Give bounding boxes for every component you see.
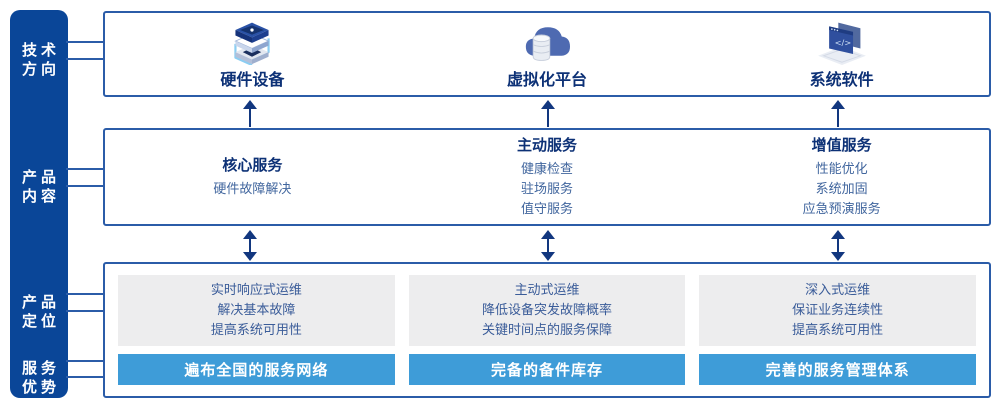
positioning-line: 主动式运维 [514,282,580,298]
connector-line [66,41,105,43]
sidebar: 技术 方向 产品 内容 产品 定位 服务 优势 [10,10,68,398]
tech-item-system-software: </> 系统软件 [694,13,989,95]
service-item: 硬件故障解决 [213,182,292,197]
positioning-line: 提高系统可用性 [792,322,884,338]
advantage-bar: 遍布全国的服务网络 [118,354,395,385]
up-arrow [831,100,845,127]
sidebar-label-tech-direction: 技术 方向 [10,41,68,79]
service-title: 增值服务 [811,136,872,154]
double-arrow [831,230,845,261]
svg-text:</>: </> [834,37,851,47]
service-title: 核心服务 [222,156,283,174]
positioning-line: 保证业务连续性 [792,302,884,318]
service-item: 驻场服务 [521,182,574,197]
tech-item-label: 虚拟化平台 [507,69,588,89]
service-item: 系统加固 [815,182,868,197]
advantage-bar: 完善的服务管理体系 [699,354,977,385]
sidebar-label-line: 优势 [21,378,60,396]
sidebar-label-line: 内容 [21,187,60,205]
product-content-box: 核心服务 硬件故障解决 主动服务 健康检查 驻场服务 值守服务 增值服务 性能优… [103,128,991,226]
service-item: 值守服务 [521,202,574,217]
positioning-line: 提高系统可用性 [210,322,302,338]
positioning-panel: 深入式运维 保证业务连续性 提高系统可用性 [699,275,977,346]
service-title: 主动服务 [517,136,578,154]
tech-item-virtualization: 虚拟化平台 [400,13,695,95]
up-arrow [541,100,555,127]
connector-line [66,185,105,187]
service-item: 性能优化 [815,162,868,177]
tech-item-label: 系统软件 [809,69,874,89]
advantage-bar: 完备的备件库存 [408,354,686,385]
bottom-column-realtime: 实时响应式运维 解决基本故障 提高系统可用性 遍布全国的服务网络 [118,275,395,385]
sidebar-label-line: 服务 [21,359,60,377]
positioning-line: 实时响应式运维 [210,282,302,298]
sidebar-label-line: 产品 [21,293,60,311]
connector-line [66,376,105,378]
code-window-icon: </> [817,22,866,65]
positioning-line: 解决基本故障 [217,302,296,318]
double-arrow [243,230,257,261]
positioning-line: 降低设备突发故障概率 [482,302,613,318]
up-arrow [243,100,257,127]
tech-direction-box: 硬件设备 虚拟化平台 </> [103,11,991,97]
service-column-core: 核心服务 硬件故障解决 [105,130,400,224]
service-item: 应急预演服务 [802,202,881,217]
tech-item-hardware: 硬件设备 [105,13,400,95]
positioning-panel: 主动式运维 降低设备突发故障概率 关键时间点的服务保障 [408,275,686,346]
cloud-database-icon [525,26,570,61]
service-column-proactive: 主动服务 健康检查 驻场服务 值守服务 [400,130,695,224]
server-stack-icon [234,22,271,65]
sidebar-label-line: 定位 [21,312,60,330]
positioning-panel: 实时响应式运维 解决基本故障 提高系统可用性 [118,275,395,346]
connector-line [66,58,105,60]
service-column-value-added: 增值服务 性能优化 系统加固 应急预演服务 [694,130,989,224]
positioning-line: 关键时间点的服务保障 [482,322,613,338]
connector-line [66,293,105,295]
service-item: 健康检查 [521,162,574,177]
sidebar-label-product-content: 产品 内容 [10,168,68,206]
double-arrow [541,230,555,261]
positioning-line: 深入式运维 [805,282,871,298]
connector-line [66,310,105,312]
sidebar-label-line: 产品 [21,168,60,186]
positioning-advantage-box: 实时响应式运维 解决基本故障 提高系统可用性 遍布全国的服务网络 主动式运维 降… [103,262,991,398]
sidebar-label-line: 技术 [21,41,60,59]
tech-item-label: 硬件设备 [220,69,285,89]
sidebar-label-line: 方向 [21,60,60,78]
sidebar-label-product-positioning: 产品 定位 [10,293,68,331]
bottom-column-indepth: 深入式运维 保证业务连续性 提高系统可用性 完善的服务管理体系 [699,275,977,385]
connector-line [66,168,105,170]
bottom-column-proactive: 主动式运维 降低设备突发故障概率 关键时间点的服务保障 完备的备件库存 [408,275,686,385]
sidebar-label-service-advantage: 服务 优势 [10,359,68,397]
connector-line [66,360,105,362]
